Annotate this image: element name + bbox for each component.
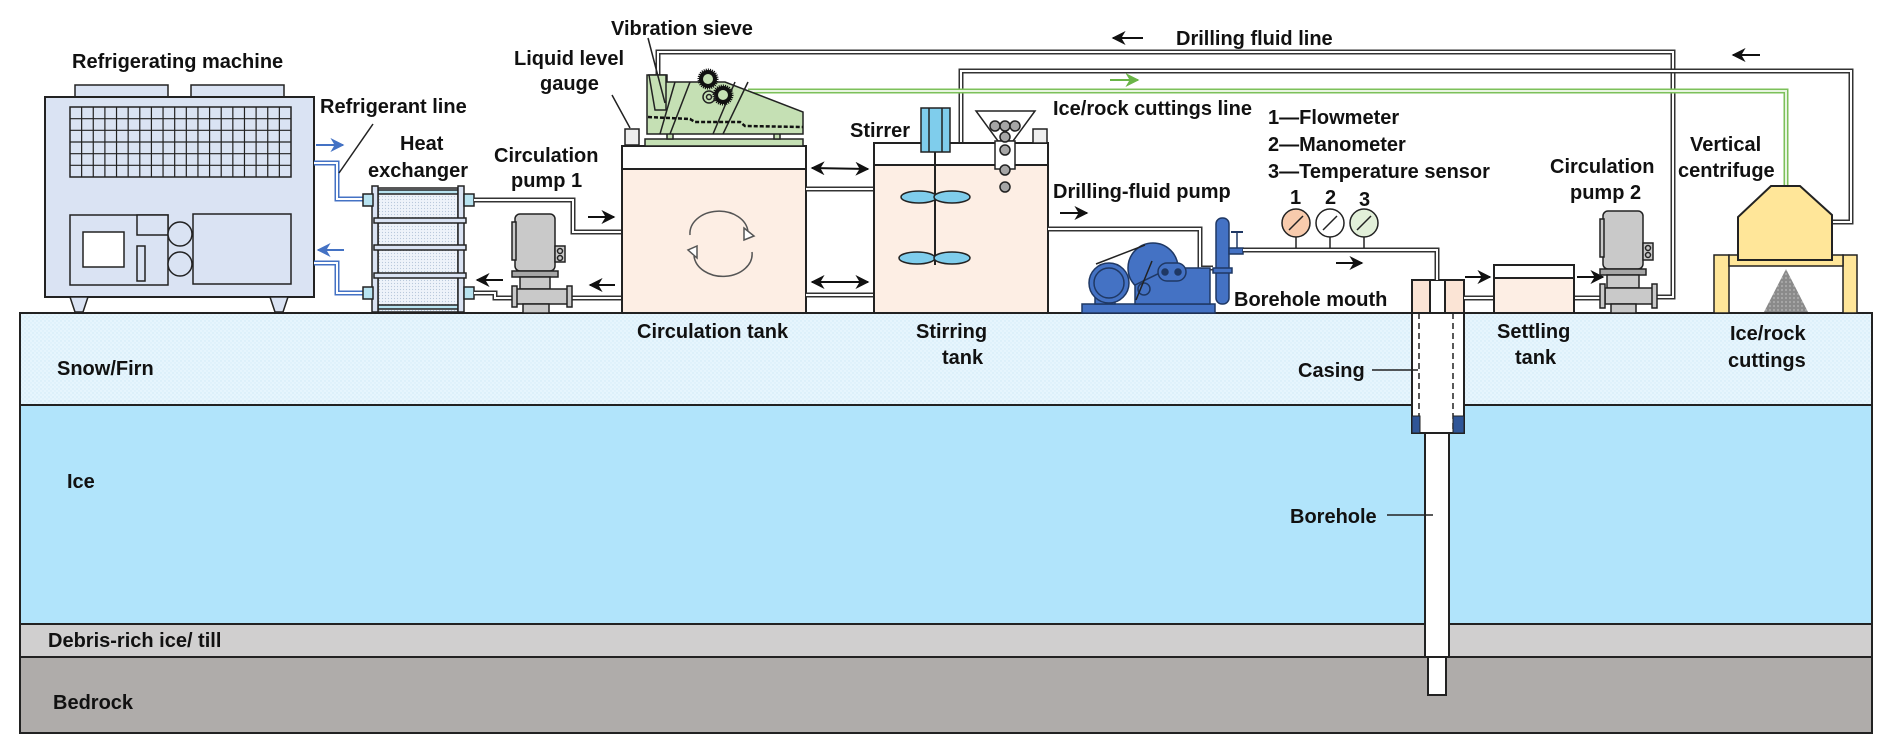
settling-tank-label-2: tank bbox=[1515, 347, 1557, 369]
refrigerating-machine-label: Refrigerating machine bbox=[72, 51, 283, 73]
ice-rock-cuttings-label-2: cuttings bbox=[1728, 350, 1806, 372]
heat-exchanger: Heat exchanger bbox=[362, 133, 475, 313]
circulation-pump-2-label-1: Circulation bbox=[1550, 156, 1654, 178]
vertical-centrifuge-label-1: Vertical bbox=[1690, 134, 1761, 156]
discharge-line: 1 2 3 bbox=[1243, 187, 1440, 280]
borehole-mouth-right bbox=[1444, 279, 1465, 314]
circulation-pump-2-label-2: pump 2 bbox=[1570, 182, 1641, 204]
borehole-mouth-center bbox=[1429, 279, 1446, 314]
legend-item-manometer: 2—Manometer bbox=[1268, 134, 1406, 156]
gauge-manometer: 2 bbox=[1315, 187, 1345, 248]
circulation-pump-1-label-2: pump 1 bbox=[511, 170, 582, 192]
refrigerant-line-leader bbox=[338, 123, 374, 174]
stirring-tank-label-2: tank bbox=[942, 347, 984, 369]
liquid-level-gauge-label-1: Liquid level bbox=[514, 48, 624, 70]
circulation-pump-1-label-1: Circulation bbox=[494, 145, 598, 167]
gauge-number-1: 1 bbox=[1290, 187, 1301, 209]
gauge-flowmeter: 1 bbox=[1281, 187, 1311, 248]
heat-exchanger-label-2: exchanger bbox=[368, 160, 468, 182]
ground-layers: Snow/Firn Ice Debris-rich ice/ till Bedr… bbox=[19, 312, 1873, 734]
refrigerant-line-label: Refrigerant line bbox=[320, 96, 467, 118]
liquid-level-gauge bbox=[624, 128, 640, 146]
stirrer-blade bbox=[900, 190, 938, 204]
stirrer-motor bbox=[920, 107, 951, 153]
layer-label-debris: Debris-rich ice/ till bbox=[48, 630, 221, 652]
drilling-fluid-pump-label: Drilling-fluid pump bbox=[1053, 181, 1231, 203]
layer-label-snow-firn: Snow/Firn bbox=[57, 358, 154, 380]
ice-rock-cuttings-pile bbox=[1764, 269, 1808, 312]
circulation-tank: Liquid level gauge Circulation tank bbox=[514, 48, 807, 343]
layer-bedrock bbox=[19, 656, 1873, 734]
drilling-fluid-pump bbox=[1081, 217, 1244, 314]
condenser-grid bbox=[69, 106, 292, 178]
legend-item-temperature-sensor: 3—Temperature sensor bbox=[1268, 161, 1490, 183]
layer-label-bedrock: Bedrock bbox=[53, 692, 134, 714]
bidirectional-arrow bbox=[810, 161, 870, 176]
settling-tank: Settling tank bbox=[1493, 264, 1575, 369]
vibration-sieve: Vibration sieve bbox=[611, 18, 804, 147]
stirrer-blade bbox=[898, 251, 936, 265]
layer-snow-firn bbox=[19, 312, 1873, 406]
casing-label: Casing bbox=[1298, 360, 1365, 382]
circulation-tank-label: Circulation tank bbox=[637, 321, 789, 343]
circulation-pipes bbox=[474, 197, 622, 301]
layer-debris bbox=[19, 623, 1873, 658]
liquid-level-gauge-label-2: gauge bbox=[540, 73, 599, 95]
drilling-fluid-line: Drilling fluid line bbox=[655, 28, 1854, 300]
ice-rock-cuttings-line-label: Ice/rock cuttings line bbox=[1053, 98, 1252, 120]
tank-connector-pipes bbox=[806, 161, 874, 298]
liquid-level-gauge-leader bbox=[611, 94, 631, 129]
legend: 1—Flowmeter 2—Manometer 3—Temperature se… bbox=[1268, 107, 1490, 183]
borehole-assembly: Casing Borehole Borehole mouth bbox=[1234, 279, 1465, 696]
stirrer-blade bbox=[933, 190, 971, 204]
stirring-tank: Stirrer Stirring tank bbox=[850, 107, 1049, 369]
heat-exchanger-label-1: Heat bbox=[400, 133, 444, 155]
borehole bbox=[1424, 432, 1450, 658]
vibration-sieve-leader bbox=[647, 37, 666, 104]
vertical-centrifuge: Vertical centrifuge Ice/rock cuttings bbox=[1678, 134, 1858, 372]
borehole-mouth-label: Borehole mouth bbox=[1234, 289, 1387, 311]
stirring-tank-label-1: Stirring bbox=[916, 321, 987, 343]
vibration-sieve-label: Vibration sieve bbox=[611, 18, 753, 40]
refrigerating-machine: Refrigerating machine bbox=[44, 51, 315, 313]
circulation-pump-1: Circulation pump 1 bbox=[494, 145, 598, 314]
return-pipes bbox=[1464, 270, 1605, 301]
vertical-centrifuge-label-2: centrifuge bbox=[1678, 160, 1775, 182]
casing bbox=[1411, 312, 1465, 434]
layer-label-ice: Ice bbox=[67, 471, 95, 493]
gauge-number-3: 3 bbox=[1359, 189, 1370, 211]
layer-ice bbox=[19, 404, 1873, 625]
casing-shoe-right bbox=[1452, 415, 1465, 434]
stirrer-label: Stirrer bbox=[850, 120, 910, 142]
stirrer-blade bbox=[933, 251, 971, 265]
drilling-fluid-line-label: Drilling fluid line bbox=[1176, 28, 1333, 50]
circulation-pump-2: Circulation pump 2 bbox=[1550, 156, 1658, 314]
refrigerant-line: Refrigerant line bbox=[314, 96, 467, 296]
borehole-label: Borehole bbox=[1290, 506, 1377, 528]
gauge-number-2: 2 bbox=[1325, 187, 1336, 209]
settling-tank-label-1: Settling bbox=[1497, 321, 1570, 343]
ice-rock-cuttings-line: Ice/rock cuttings line bbox=[748, 73, 1789, 188]
casing-shoe-left bbox=[1411, 415, 1421, 434]
ice-rock-cuttings-label-1: Ice/rock bbox=[1730, 323, 1806, 345]
circulation-icon bbox=[686, 210, 756, 278]
gauge-temperature-sensor: 3 bbox=[1349, 189, 1379, 248]
borehole-mouth-left bbox=[1411, 279, 1431, 314]
legend-item-flowmeter: 1—Flowmeter bbox=[1268, 107, 1399, 129]
borehole-bottom bbox=[1427, 656, 1447, 696]
